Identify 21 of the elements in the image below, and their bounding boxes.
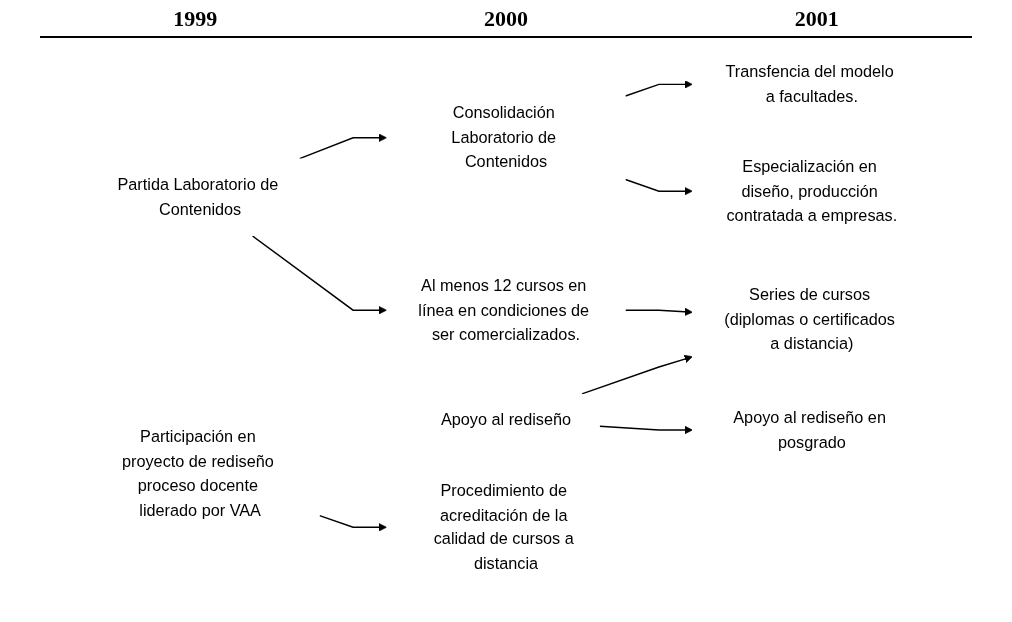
node-text: Procedimiento de acreditación de la calidad de cursos a distancia [433, 481, 574, 573]
year-heading: 1999 [173, 6, 218, 32]
node-text: Apoyo al rediseño en posgrado [733, 408, 886, 452]
node-text: Consolidación Laboratorio de Contenidos [451, 104, 557, 171]
arrow [624, 307, 693, 316]
arrow [581, 354, 693, 395]
node-text: Especialización en diseño, producción contratada a empresas. [726, 157, 898, 225]
node-text: Participación en proyecto de rediseño proceso docente liderado por VAA [121, 427, 274, 520]
node-text: Partida Laboratorio de Contenidos [117, 175, 279, 219]
year-heading: 2001 [794, 6, 839, 32]
arrow [251, 235, 387, 315]
node-text: Al menos 12 cursos en línea en condiciones de ser comercializados. [418, 276, 590, 344]
arrow [599, 425, 693, 435]
arrow [624, 80, 693, 97]
year-heading: 2000 [484, 6, 528, 32]
arrow [624, 178, 693, 196]
node-text: Series de cursos (diplomas o certificados a distancia) [724, 286, 895, 353]
node-text: Apoyo al rediseño [440, 411, 572, 430]
node-text: Transfencia del modelo a facultades. [725, 62, 894, 106]
arrow [298, 133, 387, 160]
arrow [318, 514, 387, 532]
